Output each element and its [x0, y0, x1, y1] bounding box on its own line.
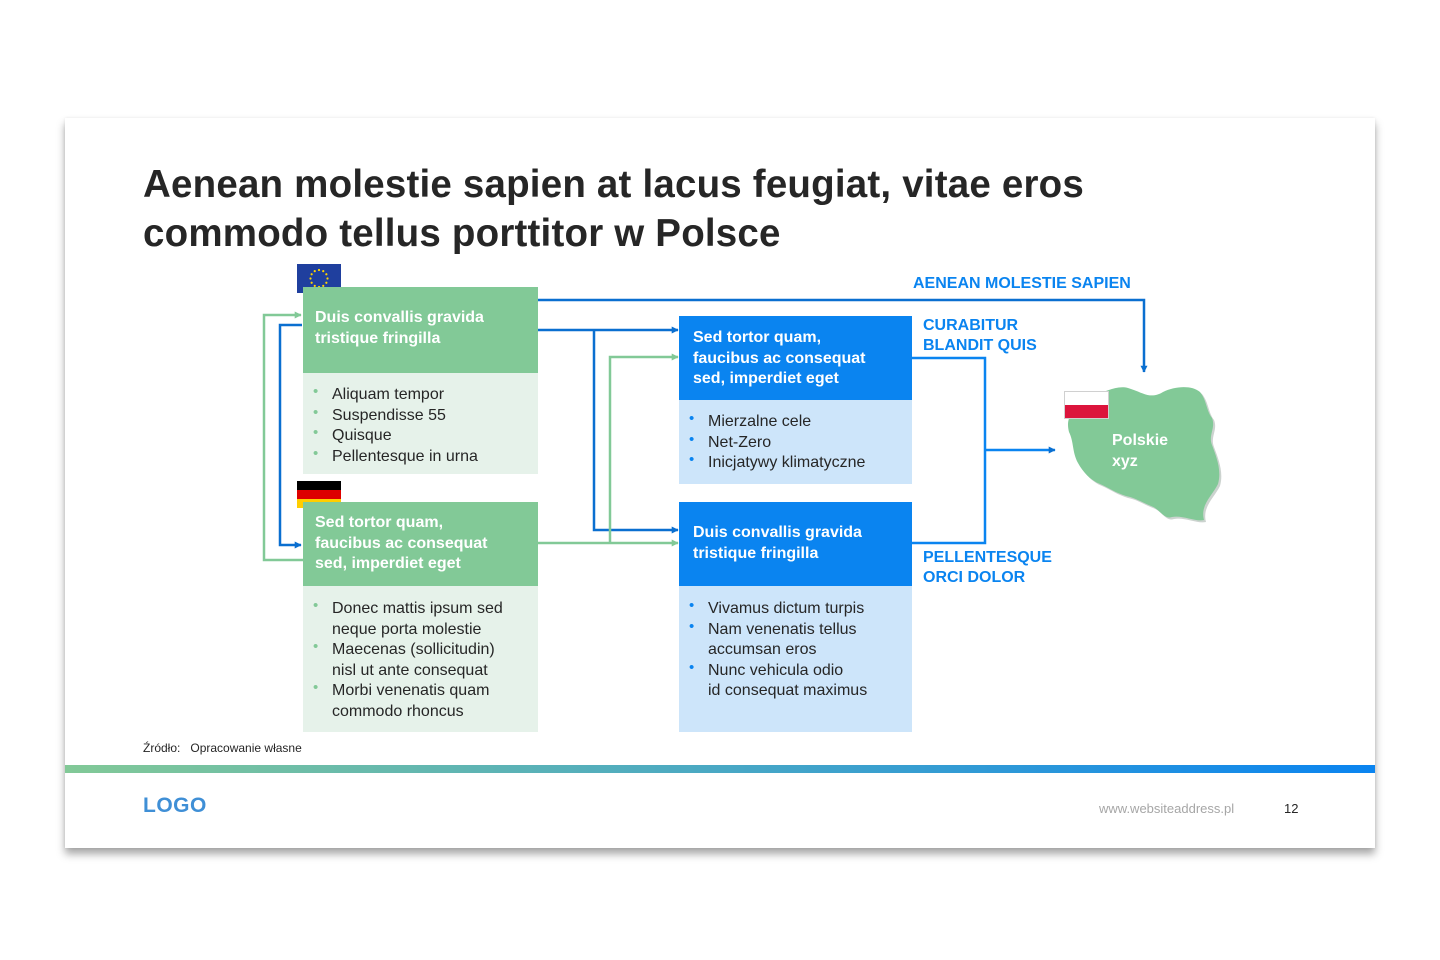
website-address: www.websiteaddress.pl: [1099, 801, 1235, 816]
eu-box-body: Aliquam tempor Suspendisse 55 Quisque Pe…: [303, 373, 538, 474]
title-line-1: Aenean molestie sapien at lacus feugiat,…: [143, 163, 1084, 206]
poland-map-shape: [1068, 387, 1220, 521]
arrow-de-to-eu: [262, 311, 303, 562]
title-line-2: commodo tellus porttitor w Polsce: [143, 212, 781, 255]
mid-top-box-heading: Sed tortor quam, faucibus ac consequat s…: [679, 316, 912, 400]
source-label: Źródło:: [143, 741, 181, 755]
footer-gradient-bar: [65, 765, 1375, 773]
list-item: Mierzalne cele: [679, 409, 912, 433]
logo: LOGO: [143, 794, 207, 817]
mid-bottom-box-body: Vivamus dictum turpis Nam venenatis tell…: [679, 586, 912, 732]
list-item: Vivamus dictum turpis: [679, 596, 912, 620]
list-item: Maecenas (sollicitudin)nisl ut ante cons…: [303, 637, 538, 681]
eu-star: [322, 270, 325, 273]
arrow-de-to-mid-top: [608, 353, 679, 543]
arrow-mid-bottom-to-poland: [912, 450, 987, 545]
eu-star: [313, 284, 316, 287]
label-top: AENEAN MOLESTIE SAPIEN: [913, 275, 1131, 292]
eu-star: [310, 281, 313, 284]
arrow-top-to-poland: [538, 298, 1148, 373]
eu-star: [310, 273, 313, 276]
list-item: Quisque: [303, 423, 538, 447]
eu-star: [322, 284, 325, 287]
arrow-mid-top-to-poland: [912, 356, 987, 450]
page-number: 12: [1284, 801, 1299, 816]
source-value: Opracowanie własne: [190, 741, 302, 755]
arrow-eu-to-de: [278, 323, 302, 549]
list-item: Inicjatywy klimatyczne: [679, 450, 912, 474]
label-upper: CURABITUR BLANDIT QUIS: [923, 317, 1037, 354]
list-item: Suspendisse 55: [303, 403, 538, 427]
mid-top-box-body: Mierzalne cele Net-Zero Inicjatywy klima…: [679, 400, 912, 484]
poland-map-label: Polskie xyz: [1112, 432, 1169, 470]
eu-star: [326, 277, 329, 280]
eu-star: [313, 270, 316, 273]
mid-bottom-box-heading: Duis convallis gravida tristique fringil…: [679, 502, 912, 586]
arrow-eu-to-mid-bottom: [592, 330, 679, 534]
eu-star: [309, 277, 312, 280]
source-note: Źródło: Opracowanie własne: [143, 741, 302, 755]
mid-bottom-bullet-list: Vivamus dictum turpis Nam venenatis tell…: [679, 596, 912, 702]
label-lower: PELLENTESQUE ORCI DOLOR: [923, 549, 1052, 586]
eu-star: [325, 281, 328, 284]
eu-star: [325, 273, 328, 276]
eu-box-heading: Duis convallis gravida tristique fringil…: [303, 287, 538, 373]
mid-top-bullet-list: Mierzalne cele Net-Zero Inicjatywy klima…: [679, 409, 912, 474]
slide-title: Aenean molestie sapien at lacus feugiat,…: [143, 160, 1243, 258]
eu-star: [317, 268, 321, 272]
list-item: Pellentesque in urna: [303, 444, 538, 468]
list-item: Aliquam tempor: [303, 382, 538, 406]
eu-bullet-list: Aliquam tempor Suspendisse 55 Quisque Pe…: [303, 382, 538, 468]
de-box-heading: Sed tortor quam, faucibus ac consequat s…: [303, 502, 538, 586]
poland-flag-icon: [1064, 391, 1109, 419]
list-item: Net-Zero: [679, 430, 912, 454]
